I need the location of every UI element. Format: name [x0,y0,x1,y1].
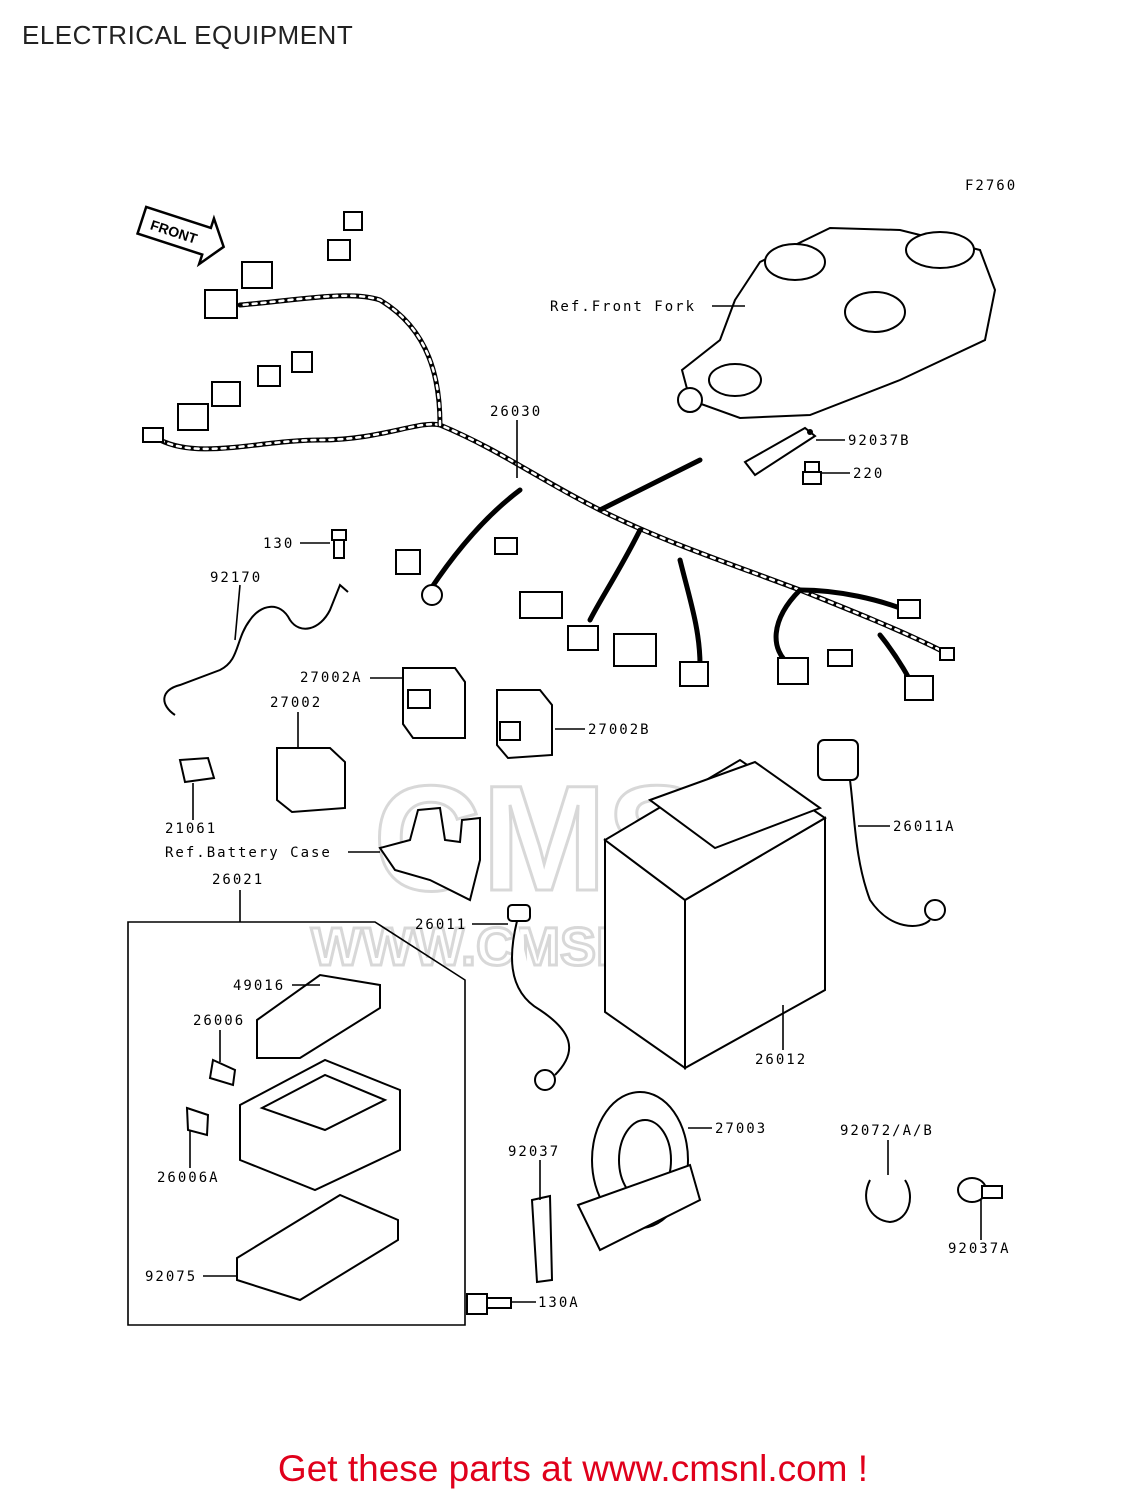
page-title: ELECTRICAL EQUIPMENT [22,20,354,50]
fusebox-group-frame [127,921,466,1326]
cable-26011 [507,904,571,1091]
connector-21061 [178,756,216,784]
battery-case-bracket [378,806,481,902]
front-fork-bracket [677,226,997,420]
label-26012: 26012 [755,1052,807,1068]
bolt-220 [802,461,822,485]
label-220: 220 [853,466,884,482]
label-27003: 27003 [715,1121,767,1137]
wiring-harness [142,211,955,701]
label-26011: 26011 [415,917,467,933]
figure-code: F2760 [965,178,1017,194]
relay-27002b [496,689,553,760]
label-49016: 49016 [233,978,285,994]
label-27002b: 27002B [588,722,651,738]
label-26011a: 26011A [893,819,956,835]
label-21061: 21061 [165,821,217,837]
label-92170: 92170 [210,570,262,586]
label-26006a: 26006A [157,1170,220,1186]
cta-link[interactable]: Get these parts at www.cmsnl.com ! [277,1448,869,1489]
label-27002: 27002 [270,695,322,711]
cable-26011a [817,739,946,927]
part-labels: Ref.Front Fork 26030 92037B 220 130 9217… [145,299,1011,1311]
horn-27003 [576,1091,702,1252]
fuse-26006a [185,1106,210,1137]
relay-27002 [276,747,346,814]
bracket-92037b [743,426,817,477]
clamp-92037a [957,1177,1003,1203]
label-92037a: 92037A [948,1241,1011,1257]
clamp-92170 [163,583,349,716]
label-27002a: 27002A [300,670,363,686]
label-26021: 26021 [212,872,264,888]
battery-26012 [603,758,827,1070]
band-92072 [865,1179,911,1224]
fuse-box [239,1058,401,1192]
label-92072ab: 92072/A/B [840,1123,934,1139]
bolt-130 [331,529,347,559]
tray-92075 [236,1193,399,1302]
label-26006: 26006 [193,1013,245,1029]
label-130: 130 [263,536,294,552]
front-arrow: FRONT [135,205,226,268]
relay-27002a [402,667,466,739]
leader-lines [189,305,982,1303]
label-92037: 92037 [508,1144,560,1160]
label-130a: 130A [538,1295,580,1311]
bracket-92037 [530,1194,554,1284]
label-ref-front-fork: Ref.Front Fork [550,299,696,315]
label-92037b: 92037B [848,433,911,449]
bolt-130a [466,1293,512,1315]
label-ref-battery-case: Ref.Battery Case [165,845,332,861]
cover-49016 [256,973,381,1059]
fuse-26006 [208,1058,237,1087]
label-26030: 26030 [490,404,542,420]
label-92075: 92075 [145,1269,197,1285]
